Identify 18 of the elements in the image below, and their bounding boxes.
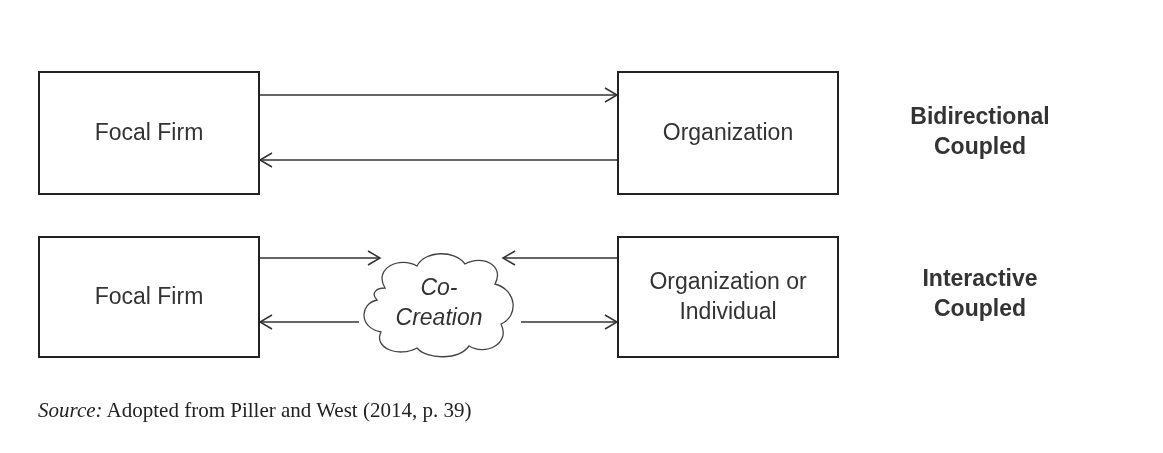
node-label: Organization [662,118,794,148]
arrow [520,314,618,330]
process-box [617,236,839,358]
arrow [259,250,381,266]
process-box [617,71,839,195]
process-box [38,236,260,358]
row-label: Interactive Coupled [921,264,1039,323]
node-label: Focal Firm [94,282,204,312]
source-caption: Source: Adopted from Piller and West (2014, p. 39) [38,398,472,423]
node-label: Focal Firm [94,118,204,148]
node-label: Co- Creation [394,273,484,332]
arrow [259,152,618,168]
row-label: Bidirectional Coupled [909,102,1051,161]
arrow [259,314,360,330]
arrow [259,87,618,103]
arrow [502,250,618,266]
process-box [38,71,260,195]
node-label: Organization or Individual [648,267,808,326]
